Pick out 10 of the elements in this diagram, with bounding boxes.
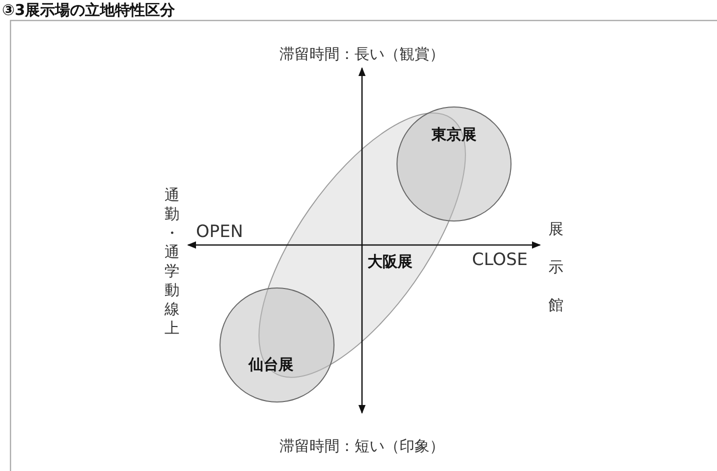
title: ③3展示場の立地特性区分	[2, 1, 176, 19]
axis-label: CLOSE	[472, 250, 528, 270]
axis-label: 通勤・通学動線上	[164, 186, 180, 338]
region-label: 東京展	[432, 126, 476, 144]
axis-label: 滞留時間：長い（観賞）	[280, 45, 444, 64]
axis-label: OPEN	[196, 222, 244, 242]
region-label: 仙台展	[248, 356, 294, 374]
region-label: 大阪展	[367, 252, 412, 272]
axis-label: 展示館	[548, 219, 564, 316]
axis-label: 滞留時間：短い（印象）	[280, 437, 444, 456]
